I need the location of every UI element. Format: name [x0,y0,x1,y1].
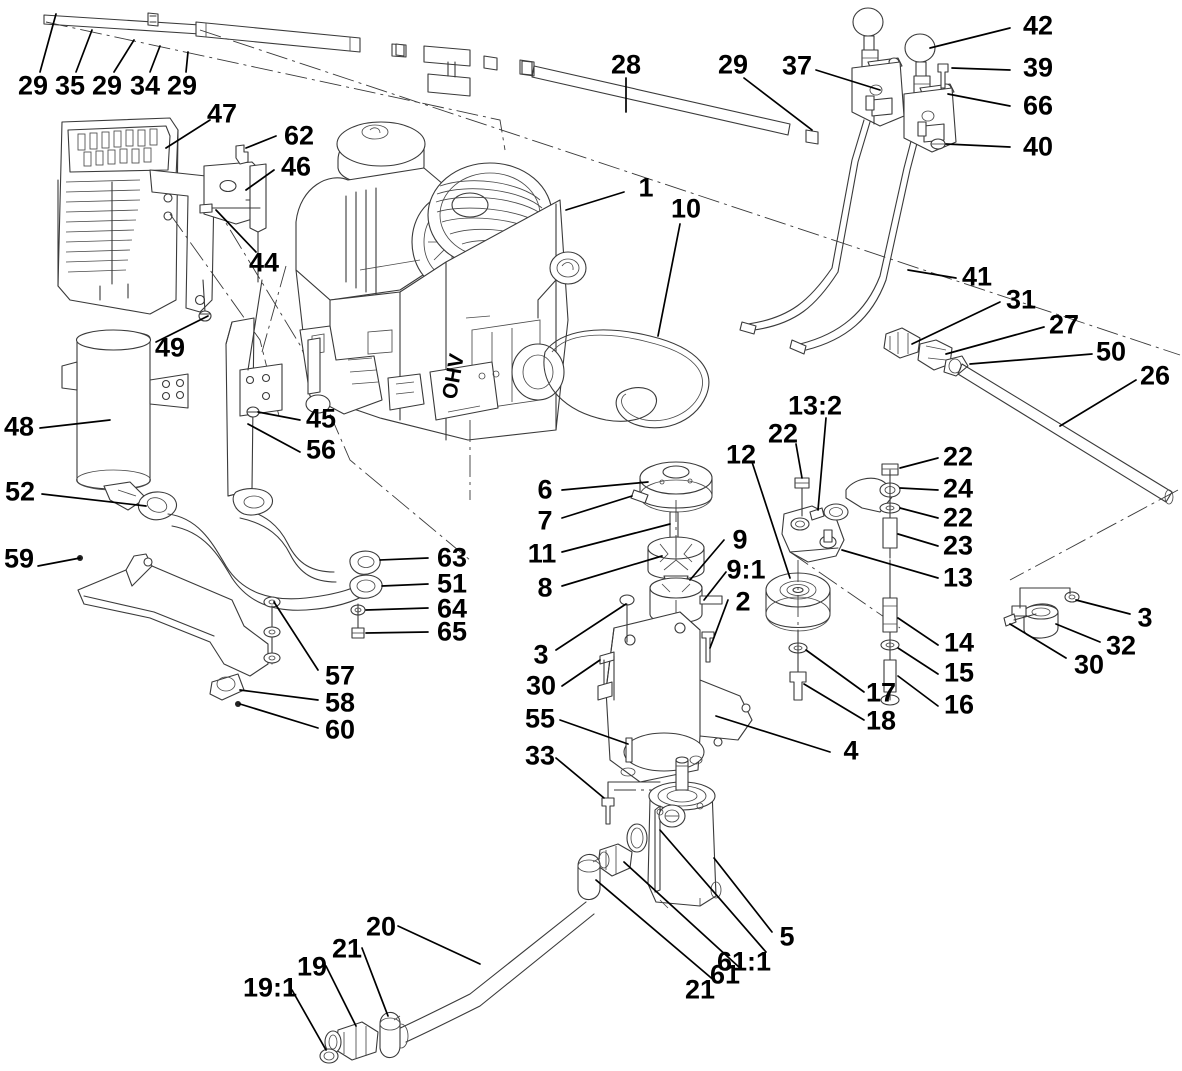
callout-30: 30 [525,670,557,701]
callout-19: 19 [296,951,328,982]
bracket-46 [199,144,267,283]
bolt-stack-14-15-16 [880,559,900,706]
idler-assembly [765,477,901,701]
callout-27: 27 [1048,309,1080,340]
hydraulic-fittings [883,327,1179,581]
callout-22: 22 [942,441,974,472]
callout-28: 28 [610,49,642,80]
callout-56: 56 [305,434,337,465]
callout-23: 23 [942,530,974,561]
callout-20: 20 [365,911,397,942]
callout-3: 3 [533,639,549,670]
callout-19-1: 19:1 [242,972,298,1003]
callout-29: 29 [17,70,49,101]
callout-46: 46 [280,151,312,182]
clamp-32 [1003,587,1080,639]
callout-61: 61 [709,959,741,990]
frame-rail-59 [77,553,281,707]
callout-64: 64 [436,593,468,624]
callout-40: 40 [1022,131,1054,162]
callout-5: 5 [779,921,795,952]
callout-58: 58 [324,687,356,718]
gasket-52 [137,491,177,521]
callout-47: 47 [206,98,238,129]
callout-63: 63 [436,542,468,573]
callout-44: 44 [248,247,280,278]
callout-2: 2 [735,586,751,617]
top-rod-assembly [43,12,1181,356]
callout-16: 16 [943,689,975,720]
callout-52: 52 [4,476,36,507]
callout-41: 41 [961,261,993,292]
callout-62: 62 [283,120,315,151]
callout-22: 22 [942,502,974,533]
callout-39: 39 [1022,52,1054,83]
exhaust-pipe [167,488,383,639]
callout-9-1: 9:1 [726,554,766,585]
muffler-48 [61,329,189,511]
lever-assembly-66 [903,33,957,153]
callout-10: 10 [670,193,702,224]
callout-32: 32 [1105,630,1137,661]
callout-13: 13 [942,562,974,593]
callout-50: 50 [1095,336,1127,367]
callout-4: 4 [843,735,859,766]
callout-42: 42 [1022,10,1054,41]
callout-11: 11 [527,538,557,569]
leader-lines [37,13,1137,1051]
heat-shield-56 [225,265,287,497]
callout-35: 35 [54,70,86,101]
callout-17: 17 [865,677,897,708]
callout-8: 8 [537,572,553,603]
engine-screen-47 [57,117,179,315]
belt-10 [543,329,710,429]
callout-21: 21 [331,933,363,964]
callout-21: 21 [684,974,716,1005]
callout-31: 31 [1005,284,1037,315]
callout-33: 33 [524,740,556,771]
control-cables [739,119,923,355]
callout-30: 30 [1073,649,1105,680]
callout-49: 49 [154,332,186,363]
hydraulic-pump-5 [577,756,722,909]
callout-29: 29 [166,70,198,101]
callout-29: 29 [91,70,123,101]
callout-3: 3 [1137,602,1153,633]
callout-48: 48 [3,411,35,442]
callout-61-1: 61:1 [716,946,772,977]
callout-51: 51 [436,568,468,599]
engine-1: OHV [295,121,587,500]
callout-26: 26 [1139,360,1171,391]
callout-18: 18 [865,705,897,736]
callout-9: 9 [732,524,748,555]
callout-65: 65 [436,616,468,647]
callout-59: 59 [3,543,35,574]
callout-66: 66 [1022,90,1054,121]
callout-7: 7 [537,505,553,536]
callout-29: 29 [717,49,749,80]
callout-37: 37 [781,50,813,81]
callout-6: 6 [537,474,553,505]
callout-15: 15 [943,657,975,688]
lever-assembly-37 [851,7,905,127]
callout-1: 1 [638,172,654,203]
callout-34: 34 [129,70,161,101]
lower-hose-20 [319,901,595,1064]
callout-12: 12 [725,439,757,470]
callout-13-2: 13:2 [787,390,843,421]
spring-link-24 [823,463,901,559]
callout-24: 24 [942,473,974,504]
callout-60: 60 [324,714,356,745]
callout-57: 57 [324,660,356,691]
callout-14: 14 [943,627,975,658]
callout-22: 22 [767,418,799,449]
callout-45: 45 [305,403,337,434]
callout-55: 55 [524,703,556,734]
